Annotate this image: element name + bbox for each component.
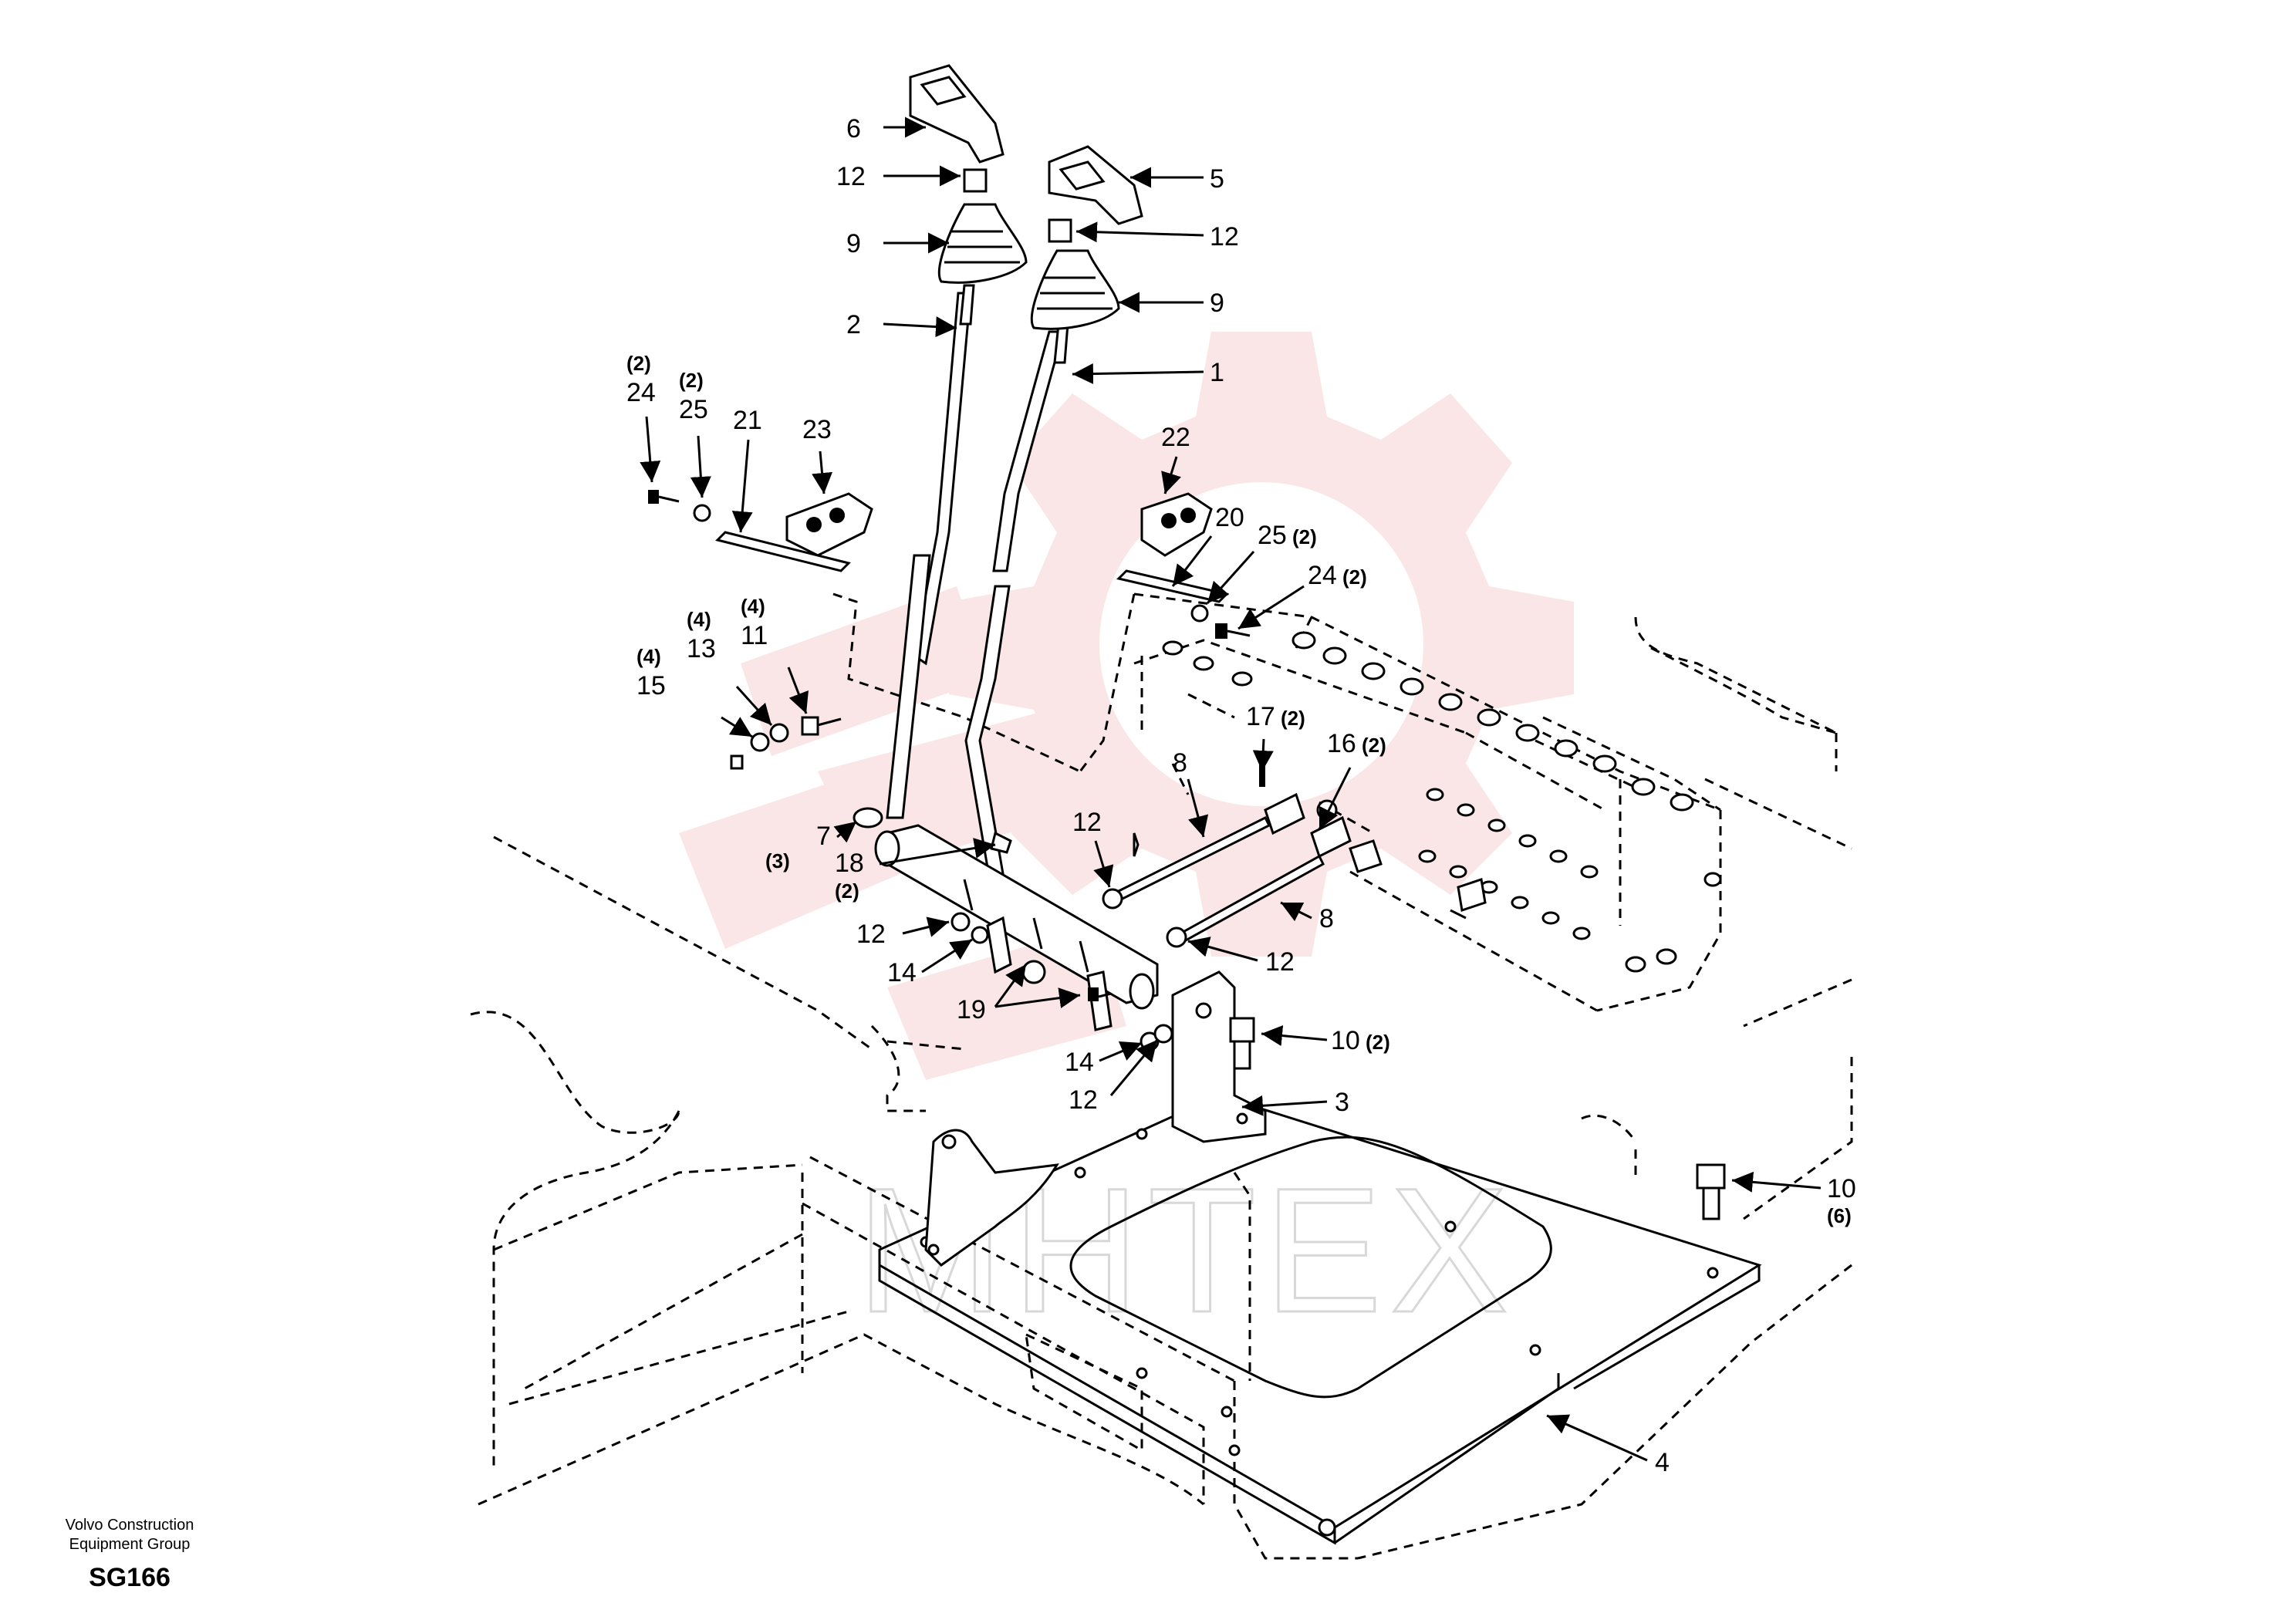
- label-18: 18: [835, 849, 864, 878]
- knob-6: [909, 64, 1004, 164]
- plate-21: [715, 531, 851, 572]
- footer: Volvo Construction Equipment Group SG166: [66, 1517, 194, 1592]
- label-12: 12: [836, 162, 866, 191]
- floor-plate: [878, 1094, 1762, 1545]
- label-7: 7: [816, 822, 831, 851]
- label-8: 8: [1319, 904, 1334, 933]
- label-12: 12: [1210, 222, 1239, 251]
- label-8: 8: [1173, 748, 1187, 778]
- label-14: 14: [887, 958, 917, 987]
- washer-15: [750, 732, 770, 752]
- label-23: 23: [802, 415, 832, 444]
- label-12: 12: [1265, 947, 1295, 977]
- bolt-11: [801, 716, 842, 736]
- boot-9-left: [937, 203, 1028, 284]
- washer-14-left: [971, 926, 989, 944]
- bolt-10-bracket: [1229, 1017, 1255, 1070]
- nut-12-left: [950, 912, 971, 932]
- qty-16: (2): [1362, 734, 1386, 757]
- footer-company-line2: Equipment Group: [69, 1536, 191, 1553]
- qty-24: (2): [626, 352, 651, 375]
- pedal-plate-22: [1140, 492, 1213, 557]
- lever-tips: [959, 284, 1069, 364]
- label-19: 19: [957, 995, 986, 1024]
- cab-outline: [470, 616, 1853, 1560]
- label-12: 12: [1072, 808, 1102, 837]
- qty-18: (2): [835, 879, 859, 903]
- leader-arrows: [640, 116, 1822, 1462]
- label-22: 22: [1161, 423, 1190, 452]
- pin-18b: [1133, 832, 1140, 857]
- label-15: 15: [636, 671, 666, 700]
- label-12: 12: [856, 920, 886, 949]
- label-20: 20: [1215, 503, 1244, 532]
- label-11: 11: [741, 621, 768, 650]
- qty-10: (6): [1827, 1204, 1852, 1227]
- label-24: 24: [1308, 561, 1337, 590]
- washer-25-left: [693, 504, 711, 522]
- label-21: 21: [733, 406, 762, 435]
- knob-5: [1048, 145, 1143, 225]
- qty-17: (2): [1281, 707, 1305, 730]
- nut-small: [730, 754, 744, 770]
- linkage-clevis: [1349, 839, 1487, 920]
- pedal-plate-23: [785, 492, 873, 557]
- bolt-10-plate: [1696, 1163, 1726, 1220]
- bracket-left: [924, 1129, 1059, 1267]
- label-10: 10: [1827, 1174, 1856, 1203]
- footer-code: SG166: [89, 1563, 171, 1592]
- bolt-19: [1088, 987, 1112, 1001]
- label-6: 6: [846, 114, 861, 143]
- label-25: 25: [1258, 521, 1287, 550]
- label-13: 13: [687, 634, 716, 663]
- label-24: 24: [626, 378, 656, 407]
- label-2: 2: [846, 310, 861, 339]
- qty-10: (2): [1366, 1031, 1390, 1054]
- label-4: 4: [1655, 1448, 1670, 1477]
- washer-13: [769, 723, 789, 743]
- nut-12-top-right: [1048, 218, 1072, 243]
- bolt-24-right: [1215, 623, 1251, 639]
- o-ring-7: [853, 807, 883, 829]
- nut-12-rod: [1166, 926, 1187, 948]
- nut-12-top-left: [963, 168, 988, 193]
- watermark-gear-icon: [679, 332, 1574, 1080]
- rod-end-17: [1259, 764, 1305, 835]
- shaft-assembly: [874, 824, 1159, 1031]
- label-5: 5: [1210, 164, 1224, 194]
- label-12: 12: [1069, 1085, 1098, 1115]
- label-17: 17: [1246, 702, 1275, 731]
- label-9: 9: [1210, 289, 1224, 318]
- nut-12-right: [1153, 1024, 1173, 1044]
- qty-24: (2): [1342, 565, 1367, 589]
- label-1: 1: [1210, 358, 1224, 387]
- lever-2: [886, 292, 972, 819]
- qty-7: (3): [765, 849, 790, 872]
- label-25: 25: [679, 395, 708, 424]
- valve-spool-icons: [1162, 631, 1722, 973]
- label-9: 9: [846, 229, 861, 258]
- bolt-24-left: [648, 490, 680, 504]
- label-3: 3: [1335, 1088, 1349, 1117]
- pin-18: [990, 831, 1012, 854]
- boot-9-right: [1030, 249, 1120, 330]
- qty-25: (2): [1292, 525, 1317, 548]
- label-10: 10: [1331, 1026, 1360, 1055]
- qty-13: (4): [687, 608, 711, 631]
- qty-15: (4): [636, 645, 661, 668]
- bracket-right: [1171, 970, 1267, 1143]
- callout-labels: 6 12 9 2 5 12 9 1 (2) 24 (2) 25 21 23 22…: [626, 114, 1856, 1477]
- qty-11: (4): [741, 595, 765, 618]
- footer-company-line1: Volvo Construction: [66, 1517, 194, 1534]
- nut-12-mid: [1102, 888, 1123, 910]
- qty-25: (2): [679, 369, 704, 392]
- washer-25-right: [1190, 604, 1209, 623]
- label-16: 16: [1327, 729, 1356, 758]
- label-14: 14: [1065, 1048, 1094, 1077]
